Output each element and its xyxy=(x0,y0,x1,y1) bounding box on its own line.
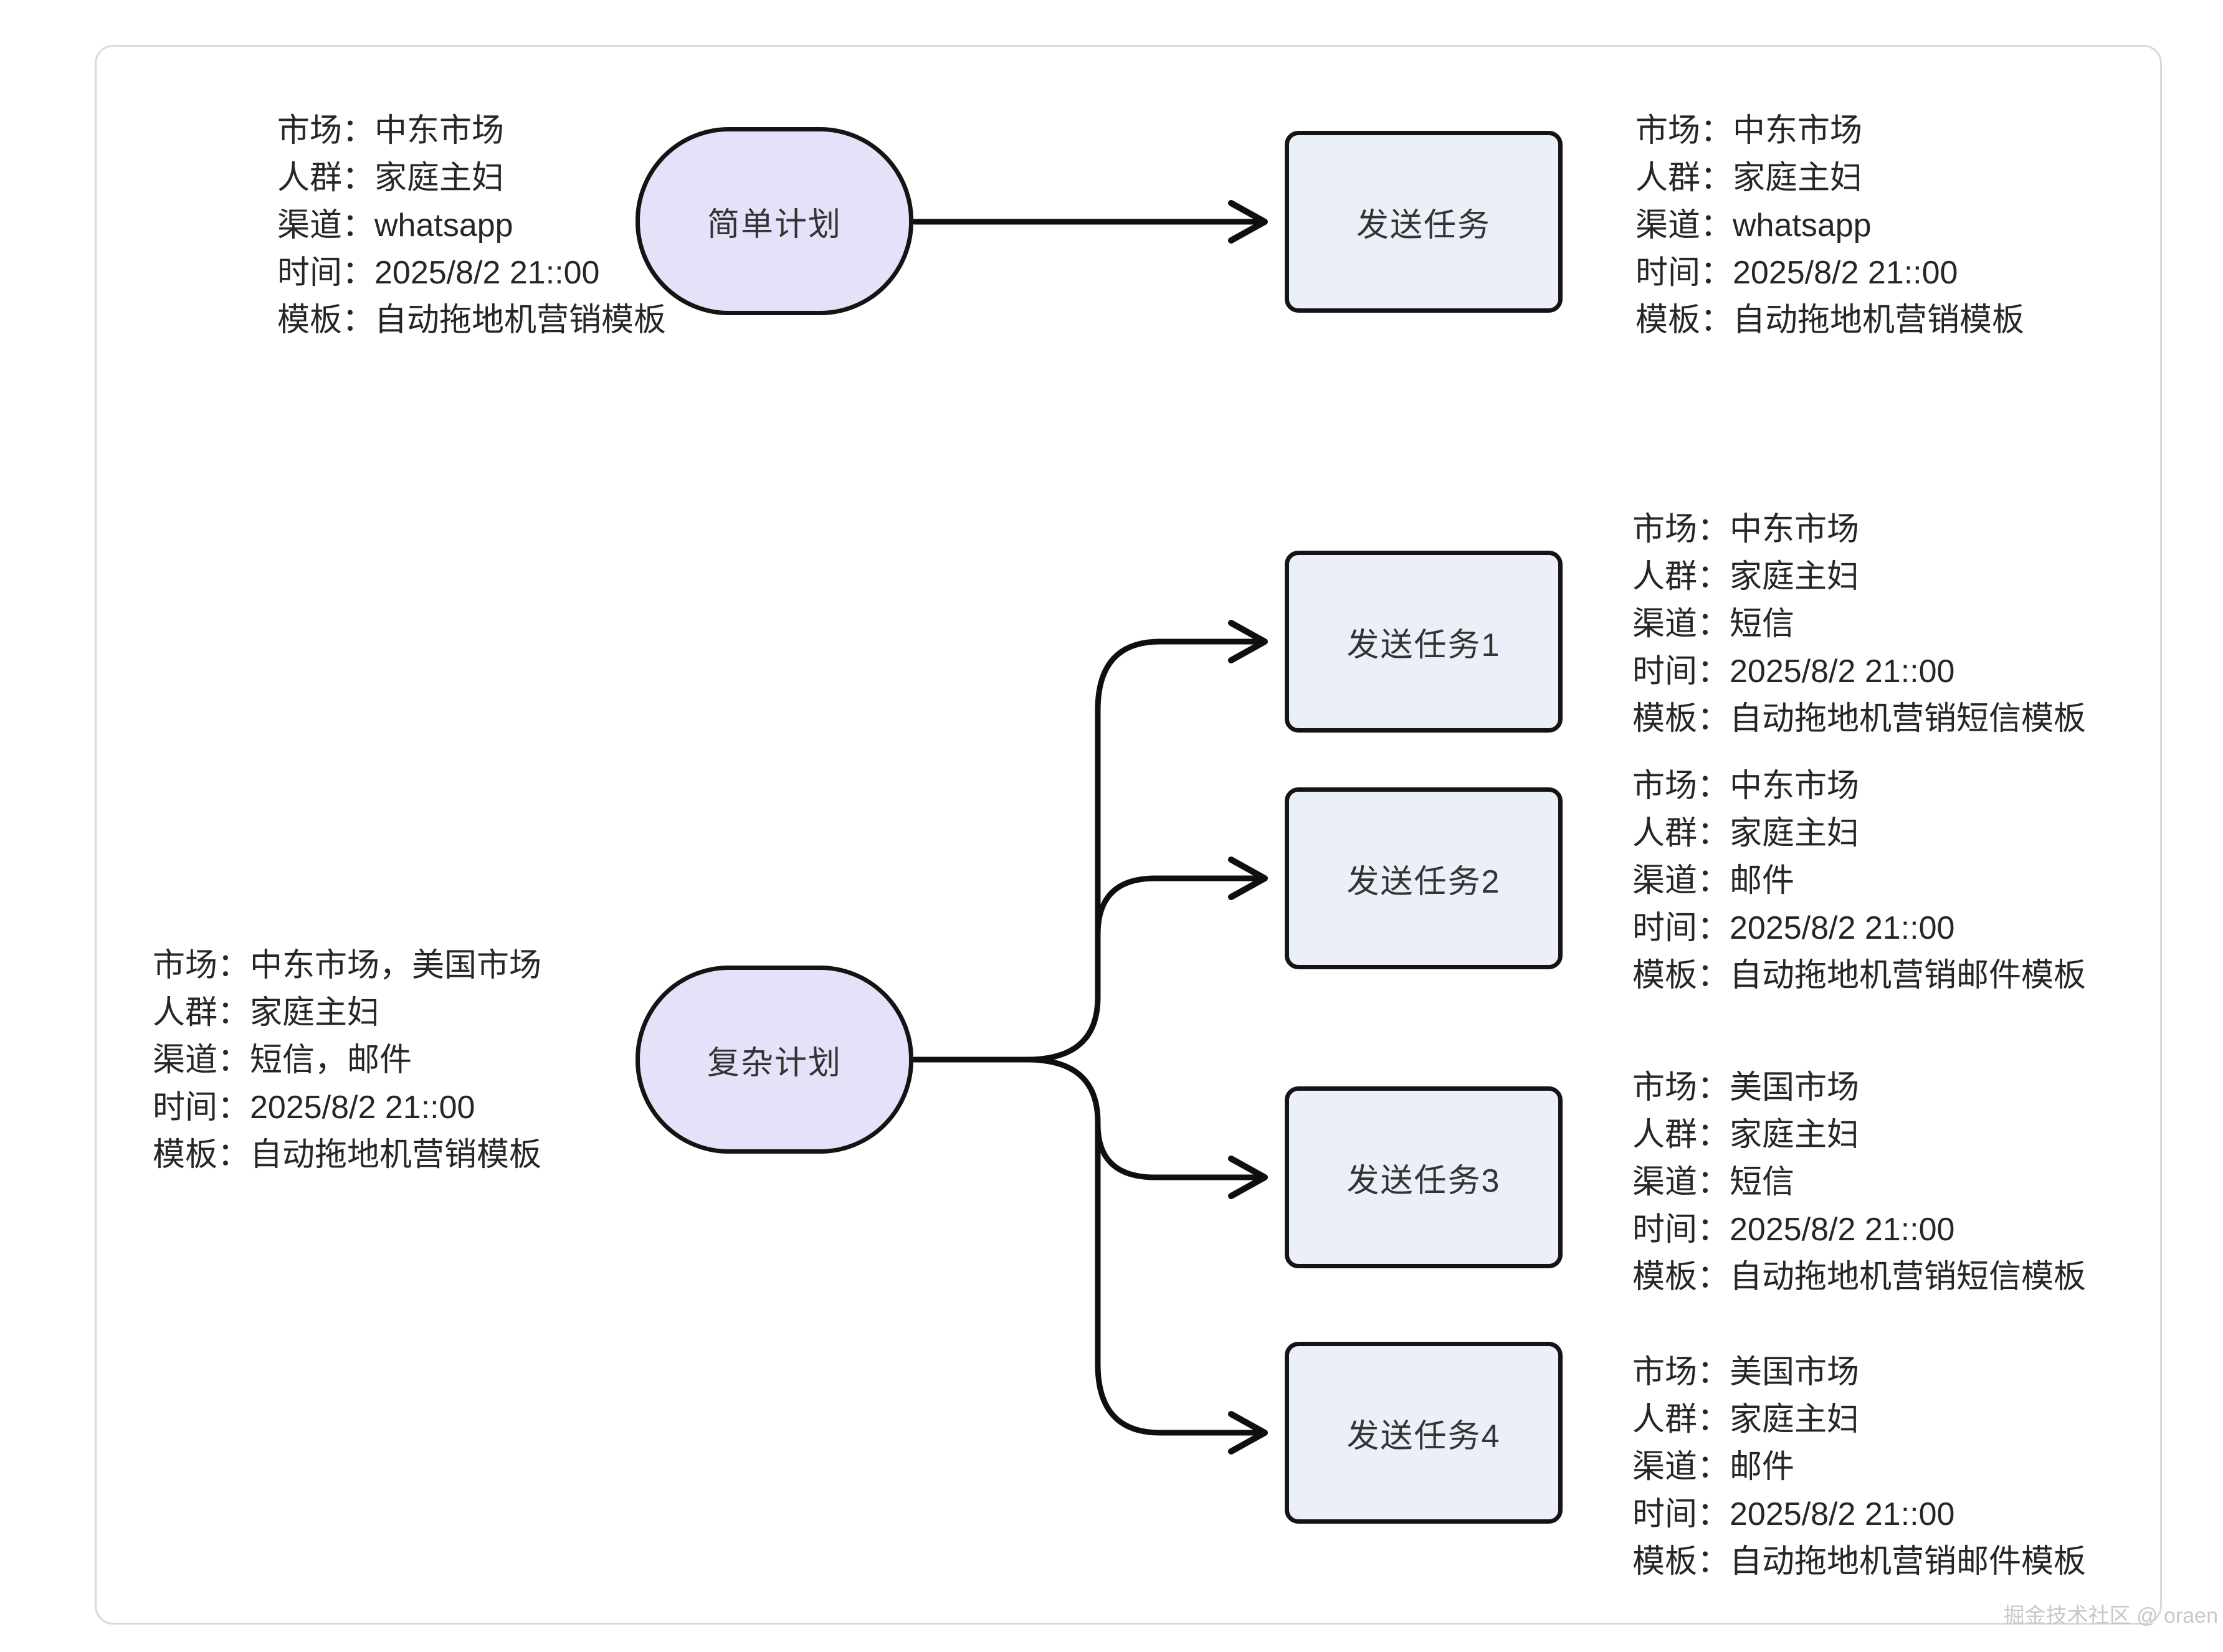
node-label: 简单计划 xyxy=(707,206,842,243)
annotation-line: 时间：2025/8/2 21::00 xyxy=(1632,1212,1955,1248)
annotation-line: 人群：家庭主妇 xyxy=(1632,559,1860,595)
annotation-line: 时间：2025/8/2 21::00 xyxy=(1635,255,1958,291)
annotation-line: 渠道：短信 xyxy=(1632,1164,1795,1200)
annotation-line: 时间：2025/8/2 21::00 xyxy=(1632,910,1955,946)
annotation-line: 模板：自动拖地机营销短信模板 xyxy=(1632,701,2087,737)
annotation-line: 时间：2025/8/2 21::00 xyxy=(153,1089,475,1126)
annotation-line: 渠道：邮件 xyxy=(1632,863,1795,899)
node-label: 发送任务4 xyxy=(1346,1418,1501,1455)
edge-complex-to-task4 xyxy=(912,1056,1268,1455)
annotation-line: 模板：自动拖地机营销邮件模板 xyxy=(1632,1544,2087,1580)
node-label: 发送任务 xyxy=(1356,207,1491,244)
annotation-line: 时间：2025/8/2 21::00 xyxy=(1632,1496,1955,1532)
annotation-line: 人群：家庭主妇 xyxy=(1635,160,1863,196)
annotation-line: 市场：美国市场 xyxy=(1632,1354,1860,1390)
task-3-annotation: 市场：美国市场 人群：家庭主妇 渠道：短信 时间：2025/8/2 21::00… xyxy=(1632,1064,2086,1301)
annotation-line: 渠道：whatsapp xyxy=(277,207,513,244)
simple-task-annotation: 市场：中东市场 人群：家庭主妇 渠道：whatsapp 时间：2025/8/2 … xyxy=(1635,107,2024,344)
node-label: 发送任务1 xyxy=(1346,627,1501,663)
node-complex-plan: 复杂计划 xyxy=(635,966,913,1154)
annotation-line: 渠道：whatsapp xyxy=(1635,207,1872,244)
annotation-line: 人群：家庭主妇 xyxy=(1632,1117,1860,1153)
node-label: 发送任务3 xyxy=(1346,1162,1501,1199)
annotation-line: 市场：中东市场 xyxy=(277,113,505,149)
annotation-line: 渠道：短信 xyxy=(1632,606,1795,642)
annotation-line: 市场：中东市场 xyxy=(1635,113,1863,149)
annotation-line: 市场：中东市场 xyxy=(1632,511,1860,548)
annotation-line: 时间：2025/8/2 21::00 xyxy=(277,255,600,291)
diagram-card xyxy=(95,45,2162,1625)
watermark: 掘金技术社区 @ oraen xyxy=(2003,1604,2218,1628)
annotation-line: 市场：美国市场 xyxy=(1632,1070,1860,1106)
node-task-4: 发送任务4 xyxy=(1285,1342,1563,1524)
edge-complex-to-task1 xyxy=(912,620,1268,1063)
task-1-annotation: 市场：中东市场 人群：家庭主妇 渠道：短信 时间：2025/8/2 21::00… xyxy=(1632,506,2086,743)
annotation-line: 市场：中东市场，美国市场 xyxy=(153,947,542,984)
edge-complex-to-task2 xyxy=(1095,857,1268,938)
node-task-2: 发送任务2 xyxy=(1285,787,1563,969)
annotation-line: 渠道：短信，邮件 xyxy=(153,1042,412,1078)
complex-plan-annotation: 市场：中东市场，美国市场 人群：家庭主妇 渠道：短信，邮件 时间：2025/8/… xyxy=(153,942,541,1179)
node-label: 发送任务2 xyxy=(1346,863,1501,900)
task-4-annotation: 市场：美国市场 人群：家庭主妇 渠道：邮件 时间：2025/8/2 21::00… xyxy=(1632,1349,2086,1585)
annotation-line: 渠道：邮件 xyxy=(1632,1449,1795,1485)
node-simple-plan: 简单计划 xyxy=(635,127,913,315)
annotation-line: 人群：家庭主妇 xyxy=(1632,815,1860,852)
annotation-line: 模板：自动拖地机营销模板 xyxy=(277,302,667,338)
annotation-line: 市场：中东市场 xyxy=(1632,768,1860,804)
edge-complex-to-task3 xyxy=(1095,1121,1268,1199)
annotation-line: 模板：自动拖地机营销邮件模板 xyxy=(1632,957,2087,994)
annotation-line: 人群：家庭主妇 xyxy=(1632,1402,1860,1438)
annotation-line: 模板：自动拖地机营销短信模板 xyxy=(1632,1259,2087,1295)
annotation-line: 时间：2025/8/2 21::00 xyxy=(1632,653,1955,690)
node-simple-task: 发送任务 xyxy=(1285,131,1563,313)
node-task-1: 发送任务1 xyxy=(1285,551,1563,733)
annotation-line: 模板：自动拖地机营销模板 xyxy=(153,1137,542,1173)
annotation-line: 人群：家庭主妇 xyxy=(277,160,505,196)
annotation-line: 模板：自动拖地机营销模板 xyxy=(1635,302,2025,338)
task-2-annotation: 市场：中东市场 人群：家庭主妇 渠道：邮件 时间：2025/8/2 21::00… xyxy=(1632,762,2086,999)
simple-plan-annotation: 市场：中东市场 人群：家庭主妇 渠道：whatsapp 时间：2025/8/2 … xyxy=(277,107,666,344)
annotation-line: 人群：家庭主妇 xyxy=(153,995,380,1031)
node-label: 复杂计划 xyxy=(707,1045,842,1081)
node-task-3: 发送任务3 xyxy=(1285,1086,1563,1268)
